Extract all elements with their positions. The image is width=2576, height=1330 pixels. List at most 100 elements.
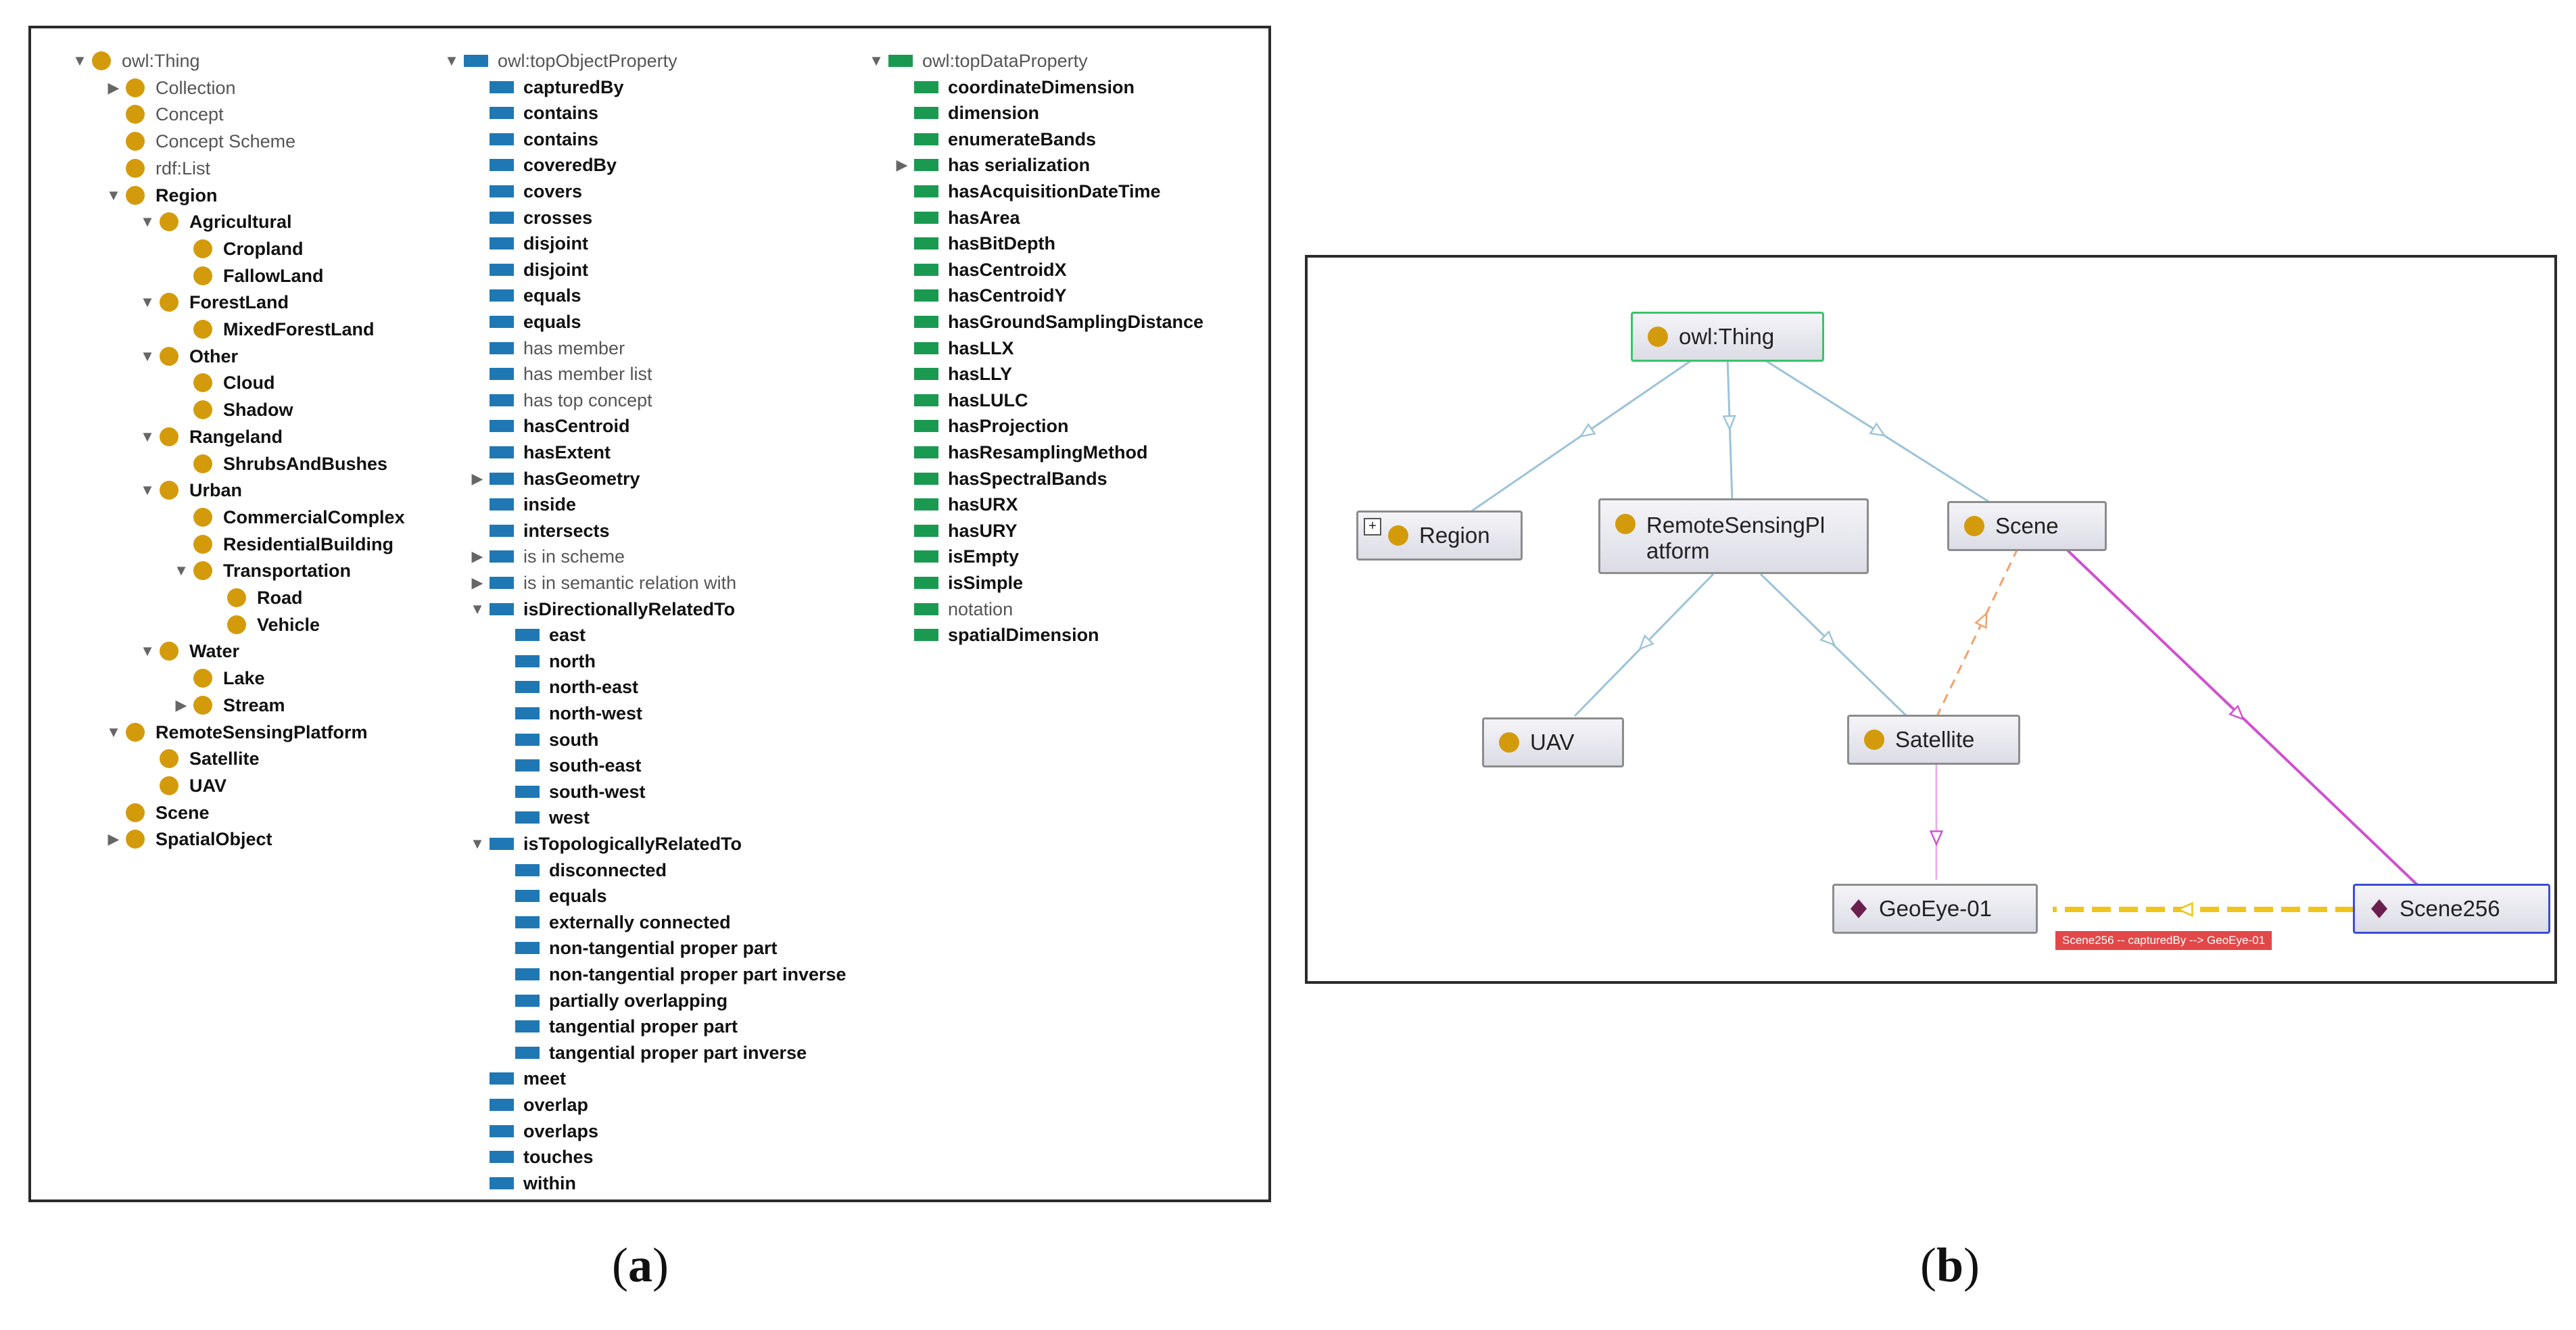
tree-item-label: covers [523, 181, 583, 201]
object-property-bar-icon [490, 368, 514, 381]
data-property-bar-icon [914, 185, 938, 197]
object-property-bar-icon [490, 159, 514, 172]
tree-item-label: overlap [523, 1095, 589, 1115]
tree-item-label: Road [257, 588, 303, 608]
class-dot-icon [160, 346, 178, 366]
collapse-triangle-icon[interactable]: ▼ [140, 347, 155, 364]
tree-item-label: isEmpty [948, 546, 1020, 567]
tree-item-label: Scene [156, 802, 210, 823]
expand-triangle-icon[interactable]: ▶ [108, 78, 120, 96]
object-property-bar-icon [464, 55, 488, 67]
class-icon [1648, 327, 1668, 347]
object-property-bar-icon [490, 550, 514, 563]
tree-item-label: north-west [549, 703, 642, 723]
node-label: Scene [1995, 513, 2059, 538]
tree-item-label: Shadow [223, 400, 293, 421]
object-property-bar-icon [515, 916, 540, 928]
data-property-bar-icon [914, 159, 938, 172]
object-property-bar-icon [490, 341, 514, 354]
tree-item-label: dimension [948, 103, 1040, 124]
class-icon [1964, 516, 1984, 536]
node-uav[interactable]: UAV [1482, 717, 1624, 767]
collapse-triangle-icon[interactable]: ▼ [106, 723, 121, 740]
tree-item-label: partially overlapping [549, 990, 728, 1011]
caption-a-letter: a [627, 1238, 652, 1292]
tree-item-label: hasURY [948, 520, 1018, 541]
tree-item-label: hasCentroidY [948, 285, 1067, 306]
tree-item-label: FallowLand [223, 265, 324, 286]
node-scene[interactable]: Scene [1947, 501, 2107, 551]
node-label: Scene256 [2400, 896, 2500, 921]
node-geoeye-01[interactable]: GeoEye-01 [1832, 884, 2038, 934]
collapse-triangle-icon[interactable]: ▼ [470, 835, 485, 852]
expand-triangle-icon[interactable]: ▶ [108, 830, 120, 848]
tree-item-label: tangential proper part inverse [549, 1042, 807, 1063]
expand-triangle-icon[interactable]: ▶ [471, 548, 483, 565]
data-property-bar-icon [914, 368, 938, 381]
node-label: Satellite [1895, 727, 1975, 752]
tree-item-label: equals [523, 285, 581, 306]
tree-item-label: contains [523, 128, 599, 149]
class-dot-icon [193, 373, 212, 393]
node-owl-thing[interactable]: owl:Thing [1631, 312, 1824, 362]
node-label: owl:Thing [1679, 324, 1775, 349]
object-property-bar-icon [490, 263, 514, 276]
expand-triangle-icon[interactable]: ▶ [471, 469, 483, 487]
object-property-bar-icon [490, 1177, 514, 1189]
object-property-bar-icon [490, 420, 514, 433]
object-property-bar-icon [515, 681, 540, 694]
collapse-triangle-icon[interactable]: ▼ [444, 52, 459, 69]
tree-item-label: east [549, 625, 586, 646]
class-dot-icon [92, 51, 111, 70]
collapse-triangle-icon[interactable]: ▼ [869, 52, 884, 69]
class-dot-icon [193, 534, 212, 554]
node-satellite[interactable]: Satellite [1847, 715, 2020, 765]
expand-triangle-icon[interactable]: ▶ [175, 696, 187, 713]
data-property-bar-icon [914, 577, 938, 589]
collapse-triangle-icon[interactable]: ▼ [140, 642, 155, 660]
expand-triangle-icon[interactable]: ▶ [471, 574, 483, 591]
node-region[interactable]: + Region [1356, 510, 1523, 561]
collapse-triangle-icon[interactable]: ▼ [106, 186, 121, 204]
data-property-bar-icon [914, 550, 938, 563]
expand-triangle-icon[interactable]: ▶ [896, 156, 908, 174]
collapse-triangle-icon[interactable]: ▼ [470, 600, 485, 617]
class-icon [1499, 732, 1519, 753]
tree-item-label: enumerateBands [948, 128, 1097, 149]
tree-item-label: ForestLand [189, 292, 289, 313]
tree-item-label: has top concept [523, 389, 652, 410]
collapse-triangle-icon[interactable]: ▼ [140, 427, 155, 445]
collapse-triangle-icon[interactable]: ▼ [140, 481, 155, 499]
collapse-triangle-icon[interactable]: ▼ [140, 213, 155, 231]
class-dot-icon [126, 722, 145, 742]
object-property-bar-icon [515, 811, 540, 824]
expand-plus-icon[interactable]: + [1364, 518, 1381, 536]
node-scene256[interactable]: Scene256 [2353, 884, 2550, 934]
node-remote-sensing-platform[interactable]: RemoteSensingPl atform [1598, 498, 1869, 574]
tree-item-label: south [549, 729, 599, 750]
tree-item-label: non-tangential proper part inverse [549, 964, 846, 984]
tree-item-label: coveredBy [523, 155, 617, 176]
class-icon [1388, 525, 1408, 546]
tree-item-label: has serialization [948, 155, 1091, 176]
tree-item-label: UAV [189, 775, 227, 796]
tree-item-label: hasBitDepth [948, 233, 1056, 254]
data-property-bar-icon [914, 524, 938, 537]
collapse-triangle-icon[interactable]: ▼ [140, 293, 155, 311]
tree-item-label: hasGroundSamplingDistance [948, 312, 1204, 332]
object-property-bar-icon [490, 446, 514, 458]
collapse-triangle-icon[interactable]: ▼ [72, 52, 87, 69]
tree-item-label: Agricultural [189, 212, 292, 233]
tree-item-label: RemoteSensingPlatform [156, 721, 368, 742]
tree-item-label: disconnected [549, 859, 667, 880]
collapse-triangle-icon[interactable]: ▼ [174, 562, 189, 579]
tree-item-label: Concept [156, 104, 224, 125]
tree-item-label: equals [549, 886, 607, 907]
object-property-bar-icon [515, 733, 540, 746]
graph-edges [1466, 335, 2425, 981]
caption-b-letter: b [1936, 1238, 1964, 1292]
object-property-bar-icon [490, 524, 514, 537]
object-property-bar-icon [515, 629, 540, 642]
object-property-bar-icon [490, 185, 514, 197]
node-label: GeoEye-01 [1879, 896, 1992, 921]
